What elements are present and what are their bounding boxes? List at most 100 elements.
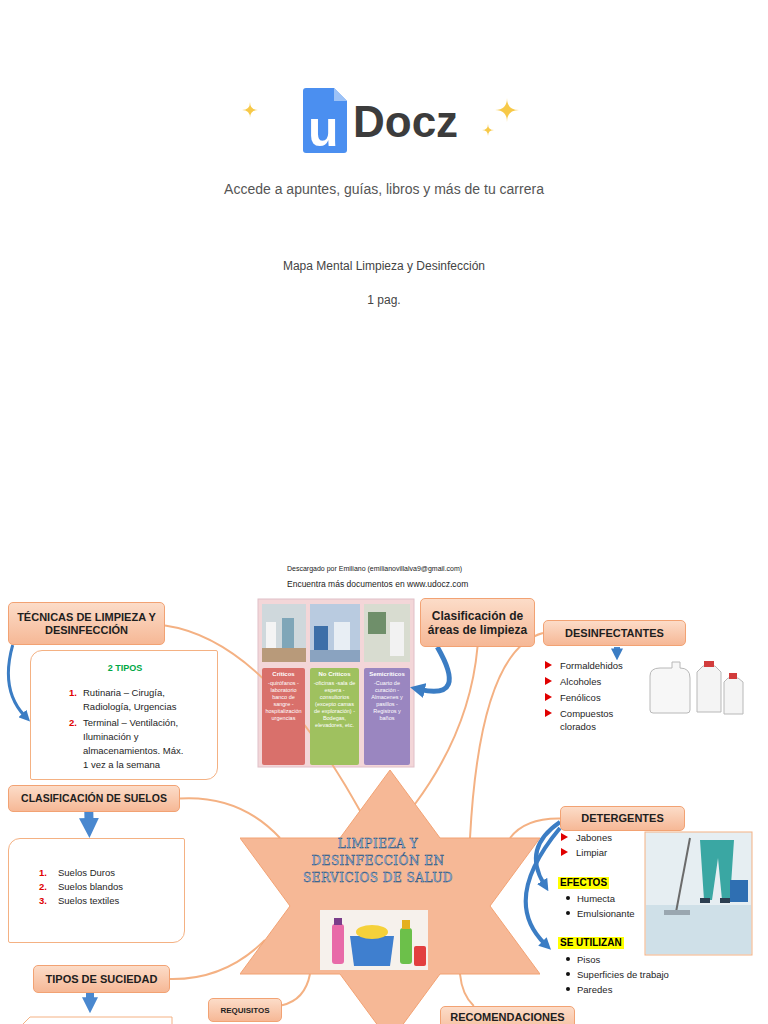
block-arrow <box>84 812 93 824</box>
bottle-cap <box>729 673 737 679</box>
arrow-bullet <box>545 661 552 669</box>
down-arrow <box>86 993 94 1002</box>
logo-fold <box>334 88 347 101</box>
photo-figure <box>390 622 404 656</box>
down-arrow <box>614 647 620 652</box>
mop-bucket <box>730 880 748 902</box>
list-heading: 2 TIPOS <box>31 663 219 673</box>
mop-handle <box>676 838 690 912</box>
content-box: 1.Suelos Duros2.Suelos blandos3.Suelos t… <box>8 838 185 943</box>
photo-floor <box>310 650 360 662</box>
curved-arrow <box>420 647 449 691</box>
bottle <box>650 662 690 713</box>
page-count: 1 pag. <box>0 293 768 307</box>
list-item: Formaldehidos <box>560 659 640 672</box>
list-item: Paredes <box>577 983 697 996</box>
photo-figure <box>314 626 328 654</box>
topic-box: DESINFECTANTES <box>543 620 686 646</box>
list-number: 2. <box>69 716 83 730</box>
box-label: TÉCNICAS DE LIMPIEZA Y DESINFECCIÓN <box>13 611 160 637</box>
bottle <box>697 666 721 712</box>
column-heading: Críticos <box>264 671 303 678</box>
photo-floor <box>262 648 306 662</box>
area-column: Semicríticos-Cuarto de curación -Almacen… <box>364 668 410 765</box>
star-outline <box>240 770 540 1024</box>
arrow-bullet <box>561 833 568 841</box>
list-item: Terminal – Ventilación, Iluminación y al… <box>83 716 191 772</box>
cover-title: Mapa Mental Limpieza y Desinfección <box>0 259 768 273</box>
dot-bullet <box>566 957 570 961</box>
topic-box: DETERGENTES <box>560 806 685 831</box>
picture-background <box>320 910 428 970</box>
branch-line <box>415 647 478 804</box>
list-number: 1. <box>69 686 83 700</box>
dot-bullet <box>566 972 570 976</box>
logo-text: Docz <box>353 100 483 144</box>
list-item: Suelos textiles <box>58 894 178 908</box>
box-label: Clasificación de áreas de limpieza <box>425 609 530 637</box>
photo-figure <box>282 618 294 652</box>
branch-line <box>180 798 280 838</box>
photo <box>364 604 410 662</box>
highlight-heading: SE UTILIZAN <box>558 937 624 949</box>
sparkle <box>495 98 519 122</box>
list-item: Emulsionante <box>577 907 643 920</box>
column-heading: No Críticos <box>312 671 357 678</box>
column-list: -oficinas -sala de espera -consultorios … <box>312 680 357 729</box>
topic-box: Clasificación de áreas de limpieza <box>420 598 535 647</box>
dot-bullet <box>566 911 570 915</box>
logo-document <box>303 88 347 153</box>
content-box <box>22 1017 172 1024</box>
list-item: Fenólicos <box>560 691 640 704</box>
area-column: No Críticos -oficinas -sala de espera -co… <box>310 668 359 765</box>
list-number: 3. <box>39 894 55 908</box>
download-note: Descargado por Emiliano (emilianovillalv… <box>287 564 547 573</box>
list-item: Superficies de trabajo <box>577 968 697 981</box>
supplies-picture <box>320 910 428 970</box>
list-item: Alcoholes <box>560 675 640 688</box>
bottle <box>724 678 743 714</box>
topic-box: RECOMENDACIONES <box>440 1006 575 1024</box>
box-label: RECOMENDACIONES <box>450 1011 564 1024</box>
photo <box>310 604 360 662</box>
photo-figure <box>266 622 276 652</box>
list-number: 2. <box>39 880 55 894</box>
bottle <box>414 946 426 966</box>
list-item: Rutinaria – Cirugía, Radiología, Urgenci… <box>83 686 201 714</box>
dot-bullet <box>566 987 570 991</box>
arrow-bullet <box>545 693 552 701</box>
list-item: Compuestos clorados <box>560 707 622 733</box>
branch-line <box>460 974 474 1006</box>
list-item: Limpiar <box>576 846 642 859</box>
photo-floor <box>646 905 751 954</box>
dot-bullet <box>566 896 570 900</box>
bottle-cap <box>704 661 714 667</box>
cover-text: Accede a apuntes, guías, libros y más de… <box>0 181 768 197</box>
topic-box: TIPOS DE SUCIEDAD <box>33 965 170 993</box>
photo-shoe <box>720 898 730 903</box>
photo-figure <box>700 840 734 900</box>
topic-box: TÉCNICAS DE LIMPIEZA Y DESINFECCIÓN <box>8 602 165 645</box>
photo-panel <box>258 599 414 767</box>
mop-head <box>664 910 690 915</box>
star-shape <box>240 770 540 1024</box>
branch-line <box>282 974 310 1005</box>
box-label: DESINFECTANTES <box>565 627 664 640</box>
topic-box: REQUISITOS <box>208 998 282 1022</box>
list-item: Pisos <box>577 953 697 966</box>
spray-bottle <box>400 928 412 964</box>
topic-box: CLASIFICACIÓN DE SUELOS <box>8 785 180 812</box>
spray-head <box>402 920 410 929</box>
sponge <box>356 925 388 939</box>
list-item: Suelos blandos <box>58 880 178 894</box>
central-title: LIMPIEZA Y DESINFECCIÓN EN SERVICIOS DE … <box>292 836 464 887</box>
photo <box>262 604 306 662</box>
sparkle <box>482 124 494 136</box>
content-box: 2 TIPOS 1.Rutinaria – Cirugía, Radiología… <box>30 650 218 780</box>
highlight-heading: EFECTOS <box>558 877 609 889</box>
spray-head <box>334 918 342 925</box>
photo-figure <box>334 622 350 654</box>
arrow-bullet <box>561 848 568 856</box>
box-label: TIPOS DE SUCIEDAD <box>46 973 158 986</box>
photo-figure <box>368 612 386 634</box>
